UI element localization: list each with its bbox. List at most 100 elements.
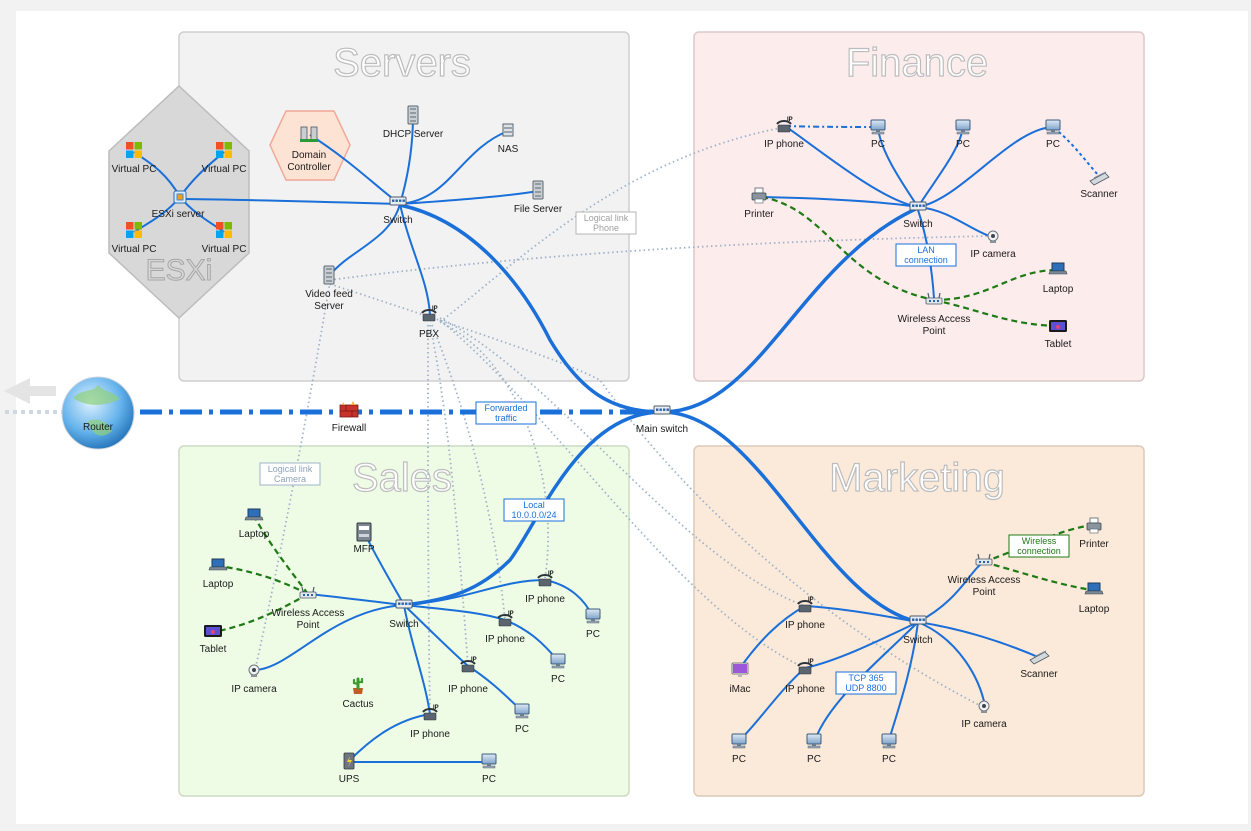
- link-sales-switch-phone2[interactable]: [403, 604, 506, 621]
- sales-pc-2[interactable]: PC: [550, 653, 566, 685]
- marketing-ip-camera[interactable]: IP camera: [961, 700, 1007, 730]
- marketing-switch[interactable]: Switch: [903, 615, 933, 646]
- link-mkt-switch-scanner[interactable]: [917, 621, 1039, 658]
- router-label: Router: [83, 422, 114, 433]
- marketing-imac[interactable]: iMac: [729, 662, 751, 695]
- sales-tablet[interactable]: Tablet: [200, 625, 227, 655]
- wireless-sales-laptop2[interactable]: [217, 564, 309, 595]
- esxi-virtual-pc-3[interactable]: Virtual PC: [112, 222, 157, 255]
- finance-switch[interactable]: Switch: [903, 201, 933, 230]
- link-fin-switch-phone[interactable]: [784, 125, 919, 208]
- sales-pc-3[interactable]: PC: [514, 703, 530, 735]
- link-fin-phone-pc[interactable]: [784, 125, 879, 128]
- finance-ip-camera[interactable]: IP camera: [970, 230, 1016, 260]
- wireless-sales-tablet[interactable]: [212, 593, 309, 634]
- logical-link-pbx-phone1[interactable]: [439, 321, 549, 579]
- link-mkt-switch-phone1[interactable]: [804, 605, 919, 623]
- devices: Router Firewall Main switch Virtual PC Virtu…: [61, 105, 1118, 785]
- marketing-pc-2[interactable]: PC: [806, 733, 822, 765]
- wireless-fin-laptop[interactable]: [933, 268, 1059, 302]
- link-sales-switch-phone4[interactable]: [403, 604, 431, 715]
- marketing-laptop[interactable]: Laptop: [1079, 582, 1110, 615]
- logical-link-pbx-mkt-phone1[interactable]: [439, 317, 806, 607]
- link-switch-fileserver[interactable]: [399, 190, 539, 205]
- marketing-printer[interactable]: Printer: [1079, 517, 1109, 550]
- link-fin-switch-camera[interactable]: [917, 206, 993, 238]
- finance-laptop[interactable]: Laptop: [1043, 262, 1074, 295]
- link-sales-switch-camera[interactable]: [253, 604, 405, 671]
- esxi-virtual-pc-1[interactable]: Virtual PC: [112, 142, 157, 175]
- marketing-pc-1[interactable]: PC: [731, 733, 747, 765]
- sales-laptop-2[interactable]: Laptop: [203, 558, 234, 590]
- link-switch-pbx[interactable]: [399, 203, 431, 316]
- wireless-sales-laptop1[interactable]: [253, 515, 309, 595]
- link-mkt-switch-phone2[interactable]: [804, 621, 919, 669]
- servers-switch[interactable]: Switch: [383, 196, 413, 226]
- link-switch-nas[interactable]: [399, 130, 509, 205]
- link-mkt-phone1-imac[interactable]: [739, 605, 806, 669]
- wireless-fin-tablet[interactable]: [933, 298, 1059, 328]
- link-fin-switch-pc3[interactable]: [917, 126, 1053, 208]
- nas[interactable]: NAS: [498, 123, 519, 155]
- wireless-fin-printer[interactable]: [761, 195, 935, 302]
- sales-mfp[interactable]: MFP: [353, 522, 375, 555]
- finance-pc-3[interactable]: PC: [1045, 119, 1061, 150]
- esxi-virtual-pc-2[interactable]: Virtual PC: [202, 142, 247, 175]
- link-switch-videofeed[interactable]: [329, 203, 401, 276]
- logical-link-video-sales-camera[interactable]: [254, 281, 331, 671]
- router[interactable]: Router: [61, 376, 135, 450]
- finance-scanner[interactable]: Scanner: [1080, 171, 1118, 200]
- sales-switch[interactable]: Switch: [389, 599, 419, 630]
- sales-ip-camera[interactable]: IP camera: [231, 664, 277, 695]
- link-mainswitch-marketing[interactable]: [661, 410, 919, 624]
- link-fin-switch-printer[interactable]: [759, 196, 919, 208]
- sales-pc-4[interactable]: PC: [481, 753, 497, 785]
- marketing-pc-3[interactable]: PC: [881, 733, 897, 765]
- finance-pc-2[interactable]: PC: [955, 119, 971, 150]
- link-fin-pc-scanner[interactable]: [1053, 127, 1099, 176]
- logical-link-pbx-phone2[interactable]: [431, 324, 506, 621]
- finance-pc-1[interactable]: PC: [870, 119, 886, 150]
- link-mkt-switch-camera[interactable]: [917, 621, 986, 707]
- logical-link-pbx-phone4[interactable]: [427, 324, 431, 715]
- finance-printer[interactable]: Printer: [744, 187, 774, 220]
- logical-link-pbx-mkt-phone2[interactable]: [439, 319, 806, 669]
- link-mainswitch-finance[interactable]: [661, 205, 921, 414]
- sales-pc-1[interactable]: PC: [585, 608, 601, 640]
- sales-cactus[interactable]: Cactus: [342, 677, 374, 710]
- finance-wap-label: Point: [923, 326, 946, 337]
- esxi-server[interactable]: ESXi server: [152, 190, 205, 220]
- main-switch[interactable]: Main switch: [636, 405, 688, 435]
- dhcp-server[interactable]: DHCP Server: [383, 105, 444, 140]
- sales-ups[interactable]: UPS: [339, 752, 360, 785]
- link-sales-switch-phone1[interactable]: [403, 579, 546, 606]
- wireless-mkt-laptop[interactable]: [983, 560, 1093, 592]
- sales-laptop-1[interactable]: Laptop: [239, 508, 270, 540]
- marketing-scanner[interactable]: Scanner: [1020, 650, 1058, 680]
- esxi-virtual-pc-4[interactable]: Virtual PC: [202, 222, 247, 255]
- link-mkt-phone2-pc1[interactable]: [739, 667, 806, 741]
- link-mkt-switch-pc3[interactable]: [888, 621, 919, 741]
- link-sales-phone4-ups[interactable]: [349, 713, 431, 761]
- link-mainswitch-servers[interactable]: [399, 203, 663, 414]
- file-server[interactable]: File Server: [514, 180, 563, 215]
- link-esxi-switch[interactable]: [184, 198, 401, 205]
- link-sales-switch-phone3[interactable]: [403, 604, 469, 667]
- firewall[interactable]: Firewall: [332, 401, 366, 434]
- logical-link-video-camera[interactable]: [329, 235, 991, 281]
- finance-tablet[interactable]: Tablet: [1045, 320, 1072, 350]
- link-mainswitch-sales[interactable]: [403, 410, 663, 607]
